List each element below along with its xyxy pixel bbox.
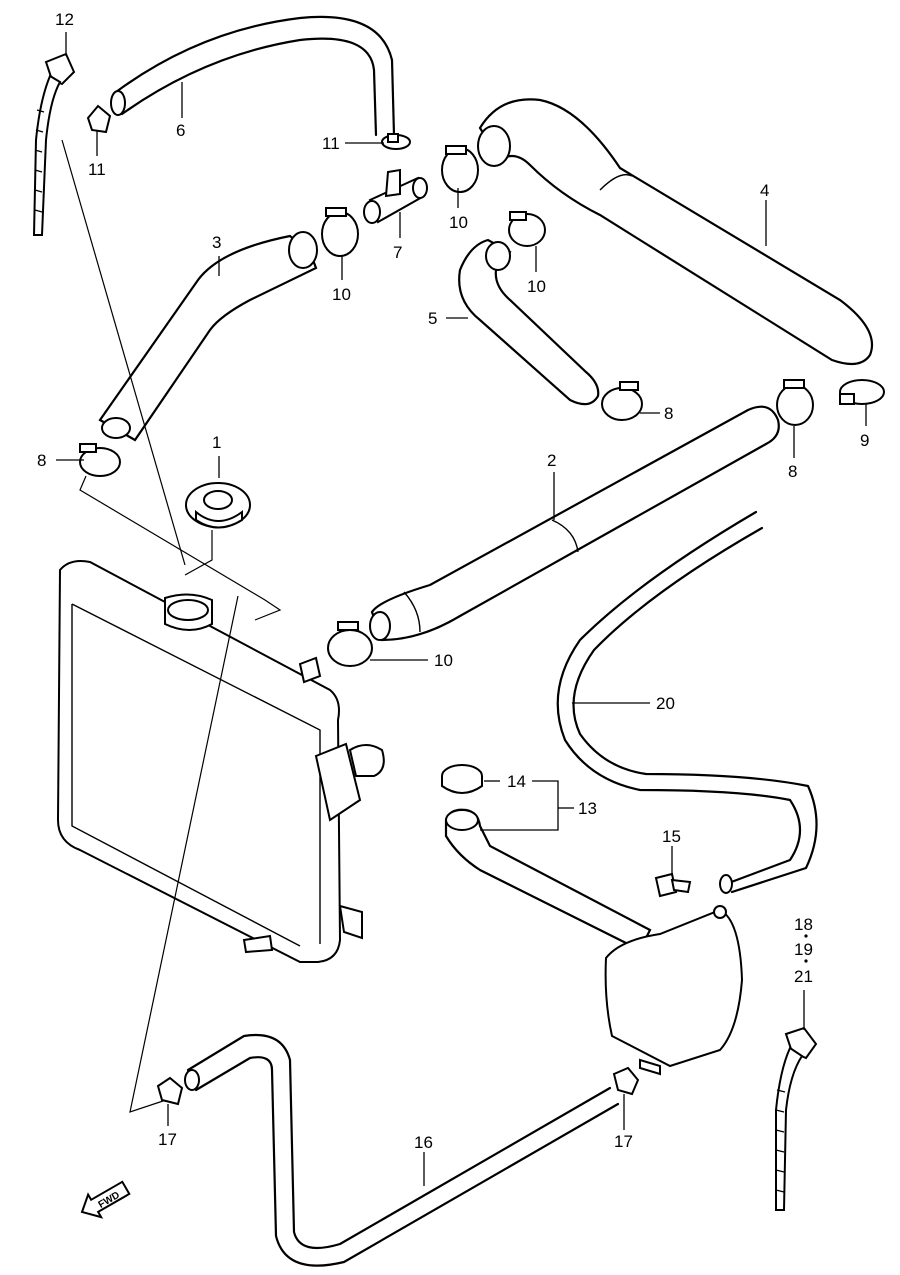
callout-8-a: 8 [664, 404, 673, 423]
callout-10-b: 10 [332, 285, 351, 304]
callout-8-c: 8 [37, 451, 46, 470]
callout-18: 18 [794, 915, 813, 934]
clamp-8-b [776, 379, 814, 426]
callout-15: 15 [662, 827, 681, 846]
callout-5: 5 [428, 309, 437, 328]
callout-11-top: 11 [322, 134, 340, 153]
hose-5 [458, 238, 600, 406]
clamp-11-top [381, 133, 411, 150]
callout-8-b: 8 [788, 462, 797, 481]
callout-21: 21 [794, 967, 813, 986]
callout-10-a: 10 [449, 213, 468, 232]
callout-16: 16 [414, 1133, 433, 1152]
assembly-reference-lines [61, 139, 282, 1113]
clamp-10-a [441, 145, 479, 193]
radiator-cap-1 [185, 482, 251, 529]
clamp-9 [839, 379, 885, 405]
callout-7: 7 [393, 243, 402, 262]
callout-14: 14 [507, 772, 526, 791]
hose-4 [477, 98, 874, 366]
hose-3 [98, 231, 318, 442]
callout-1: 1 [212, 433, 221, 452]
callout-17-right: 17 [614, 1132, 633, 1151]
clamp-8-a [601, 381, 643, 421]
callout-11-left: 11 [88, 160, 106, 179]
callout-13: 13 [578, 799, 597, 818]
clamp-10-c [508, 211, 546, 247]
clamp-17-right [612, 1066, 640, 1096]
hose-6 [110, 15, 396, 137]
callout-2: 2 [547, 451, 556, 470]
reservoir-tank-13 [444, 808, 744, 1076]
fwd-label: FWD [97, 1190, 122, 1211]
clamp-17-left [156, 1076, 184, 1106]
callout-4: 4 [760, 181, 769, 200]
separator-dot-bottom [804, 959, 808, 963]
hose-2 [369, 405, 780, 642]
callout-10-d: 10 [434, 651, 453, 670]
callout-10-c: 10 [527, 277, 546, 296]
tie-strap-18-19-21 [775, 1026, 818, 1211]
bolt-15 [654, 872, 692, 898]
callout-20: 20 [656, 694, 675, 713]
leader-lines [56, 32, 867, 1186]
callout-19: 19 [794, 940, 813, 959]
callout-12: 12 [55, 10, 74, 29]
callout-labels: 12 6 11 11 7 10 10 10 3 4 5 8 8 9 8 1 2 … [37, 10, 869, 1152]
clamp-11-left [86, 104, 112, 134]
clamp-10-b [321, 207, 359, 257]
pipe-fitting-7 [363, 168, 428, 224]
callout-3: 3 [212, 233, 221, 252]
tie-strap-12 [32, 52, 76, 236]
clamp-8-c [79, 443, 121, 477]
callout-6: 6 [176, 121, 185, 140]
clamp-10-d [327, 621, 373, 667]
separator-dot-top [804, 934, 808, 938]
callout-17-left: 17 [158, 1130, 177, 1149]
forward-arrow-icon: FWD [80, 1180, 131, 1219]
reservoir-cap-14 [441, 764, 483, 794]
radiator [56, 560, 385, 963]
overflow-tube-20 [556, 510, 818, 894]
callout-9: 9 [860, 431, 869, 450]
hose-16 [184, 1033, 620, 1267]
